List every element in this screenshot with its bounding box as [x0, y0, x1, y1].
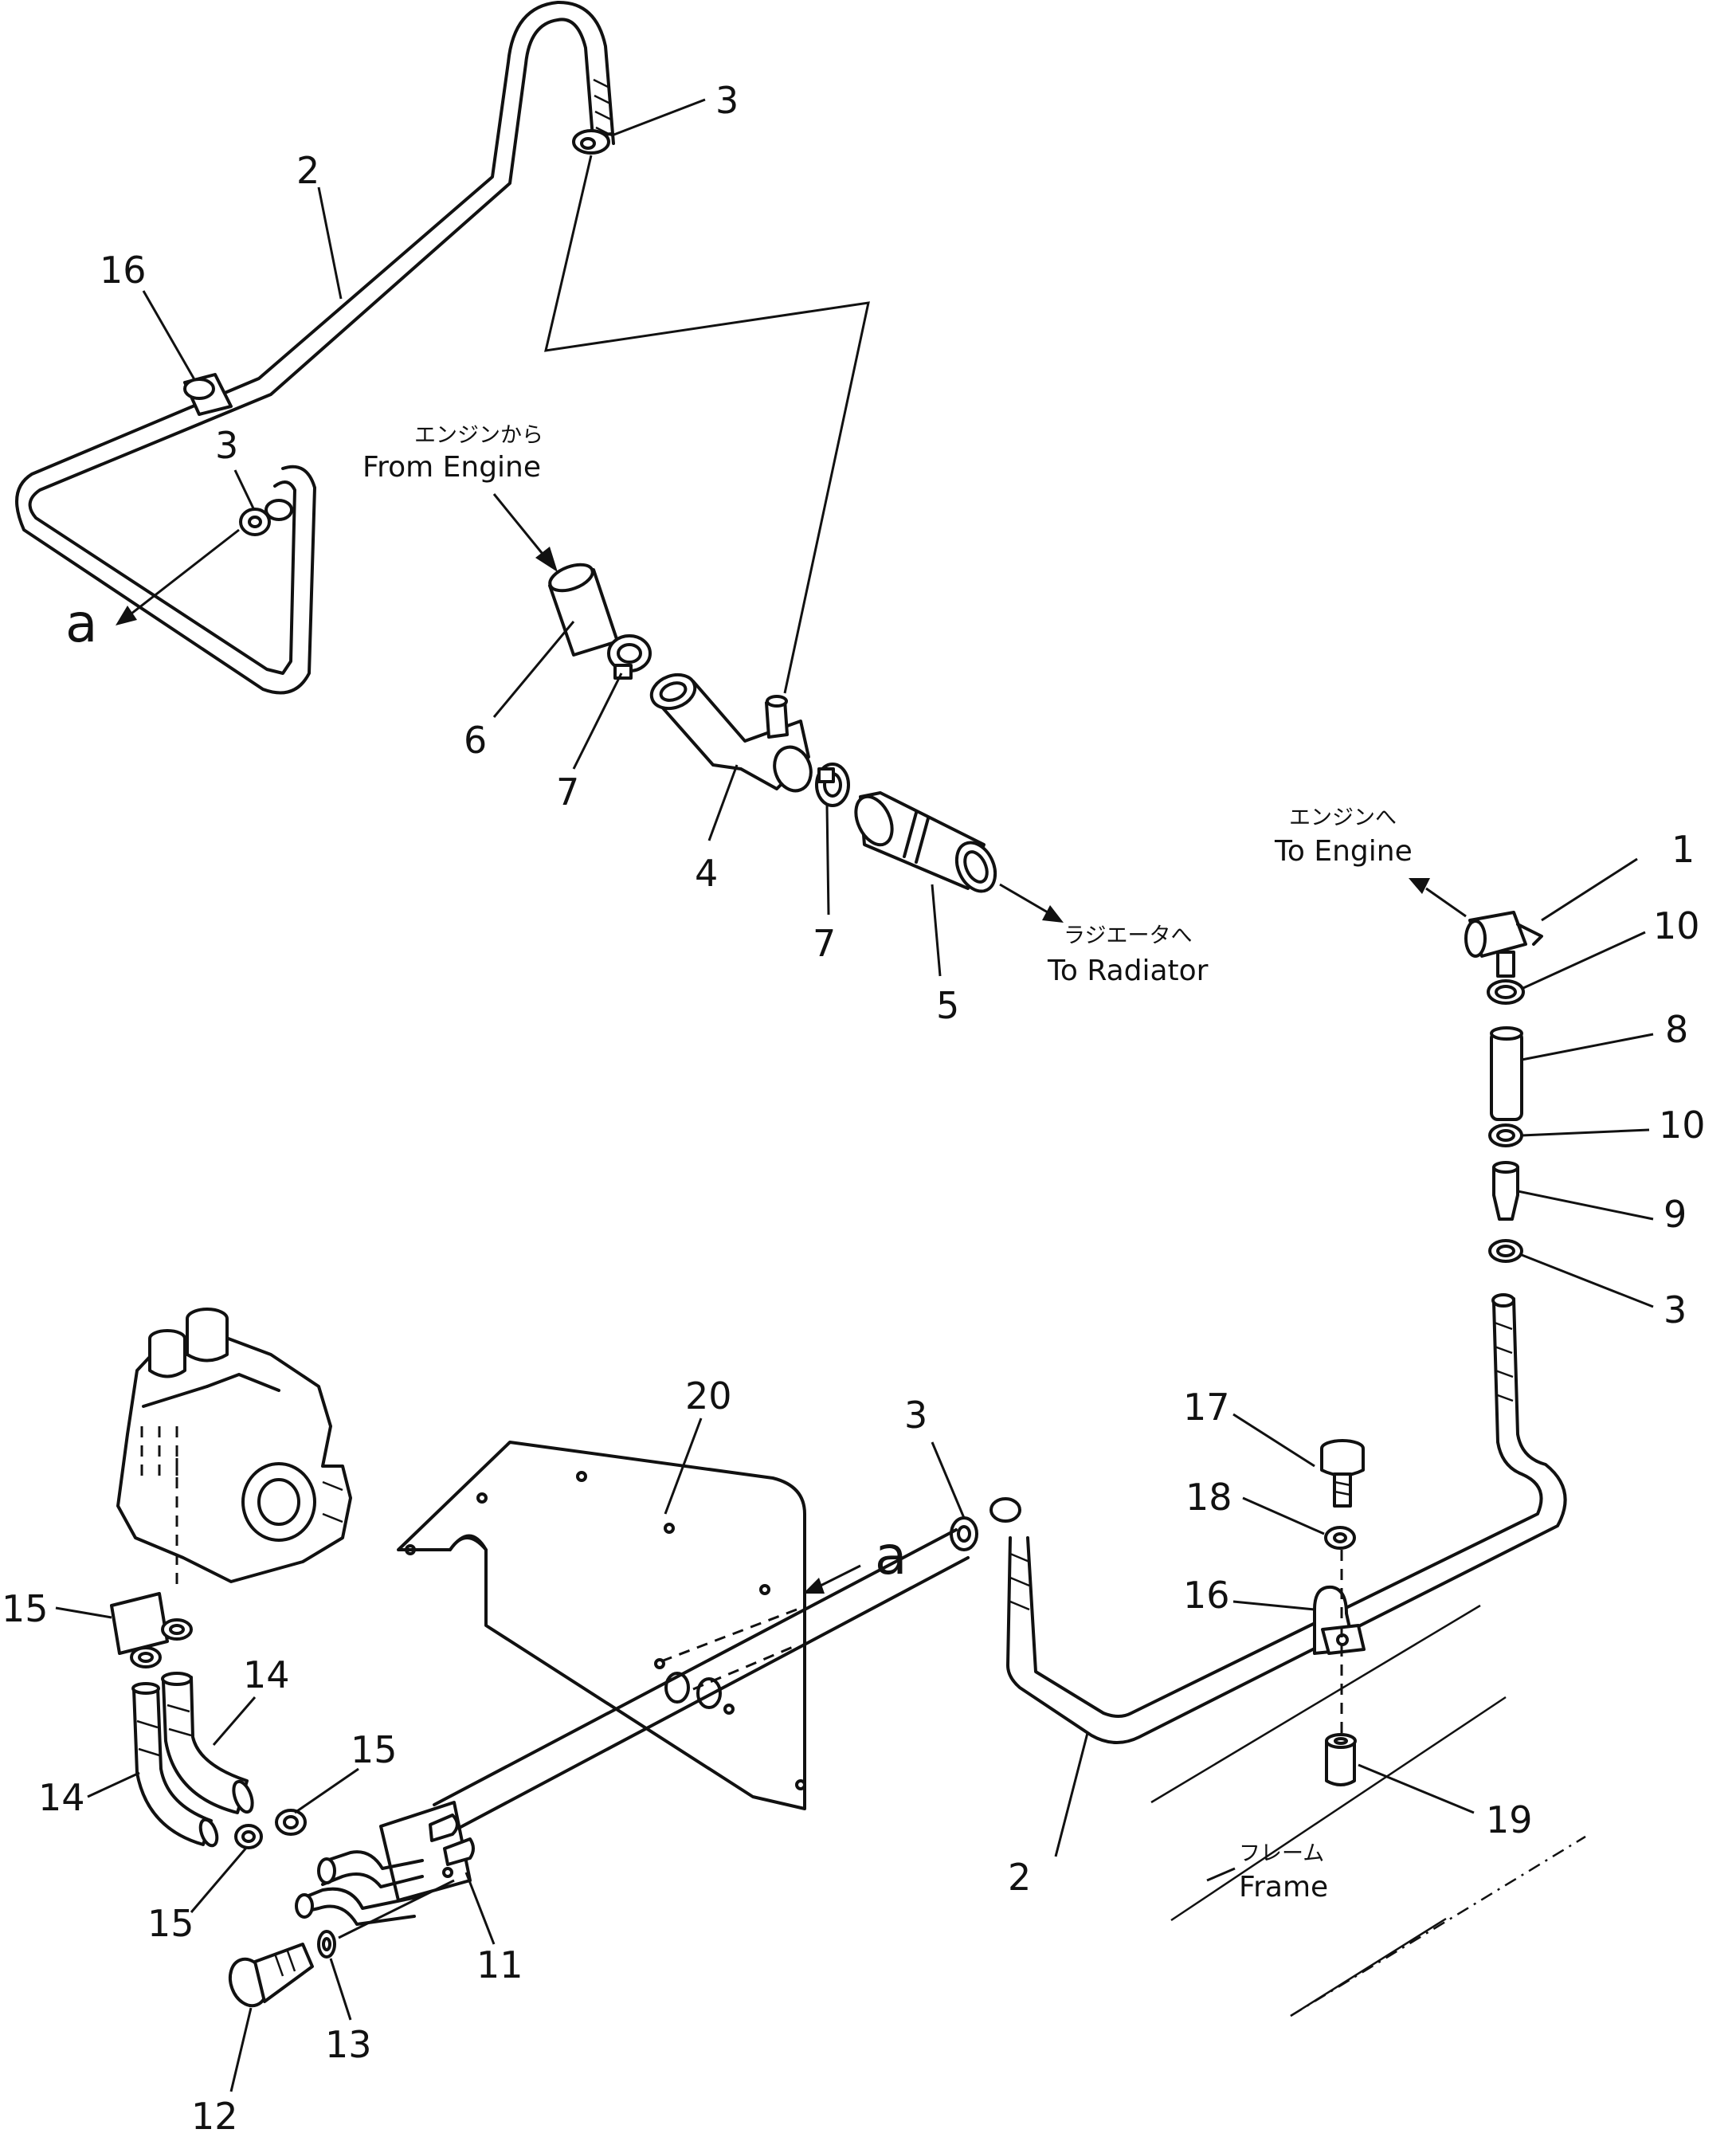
washer-18 — [1324, 1526, 1356, 1550]
arrow-to-engine — [1409, 878, 1467, 918]
callout-1: 1 — [1671, 828, 1695, 871]
upper-water-pipe — [15, 0, 615, 695]
callout-8: 8 — [1665, 1008, 1688, 1051]
callout-labels: 3 2 16 3 a 6 7 4 7 5 1 10 8 10 9 3 20 3 … — [2, 79, 1706, 2137]
bolt-17 — [1320, 1439, 1365, 1508]
engine-block — [116, 1308, 352, 1583]
hose-clamp-15-b — [130, 1646, 162, 1668]
frame-outline — [1150, 1604, 1586, 2017]
callout-14-right: 14 — [243, 1653, 290, 1696]
hose-clamp-3-right — [1488, 1239, 1523, 1263]
connection-mark-a-bottom: a — [875, 1525, 907, 1586]
callout-12: 12 — [191, 2095, 238, 2137]
hose-clamp-10-top — [1487, 979, 1525, 1005]
callout-13: 13 — [325, 2023, 372, 2066]
hose-14-right — [161, 1672, 254, 1814]
hose-clamp-3-top — [572, 129, 610, 155]
callout-7-left: 7 — [556, 770, 579, 814]
callout-4: 4 — [695, 852, 718, 895]
frame-label-tick — [1206, 1867, 1236, 1882]
nipple-9 — [1492, 1161, 1519, 1221]
diagonal-pipe — [433, 1528, 970, 1834]
bent-tubes — [295, 1850, 424, 1926]
hose-clamp-15-d — [275, 1809, 307, 1836]
connection-mark-a-top: a — [65, 593, 97, 654]
callout-11: 11 — [476, 1943, 523, 1986]
frame-jp-label: フレーム — [1239, 1841, 1324, 1866]
bolt-12 — [228, 1943, 314, 2008]
hose-clamp-10-bottom — [1488, 1123, 1523, 1147]
pipe-clamp-16-top — [183, 373, 233, 416]
callout-17: 17 — [1183, 1386, 1230, 1429]
hose-clamp-3-bottom — [950, 1516, 978, 1551]
callout-15-upper: 15 — [351, 1728, 398, 1771]
arrow-a-bottom — [803, 1564, 861, 1594]
arrow-a-top — [116, 528, 240, 625]
callout-10-bottom: 10 — [1659, 1104, 1706, 1147]
callout-16-top: 16 — [100, 249, 147, 292]
callout-6: 6 — [464, 719, 487, 762]
valve-1 — [1464, 911, 1543, 978]
callout-15-engine: 15 — [2, 1587, 49, 1630]
callout-2-top: 2 — [296, 149, 319, 192]
callout-9: 9 — [1664, 1193, 1687, 1236]
hose-clamp-7-left — [607, 634, 652, 680]
callout-5: 5 — [936, 984, 959, 1027]
hose-14-left — [131, 1682, 219, 1848]
from-engine-label: From Engine — [362, 451, 541, 484]
callout-19: 19 — [1486, 1798, 1533, 1841]
hose-5 — [854, 791, 997, 893]
flow-annotations: エンジンから From Engine ラジエータへ To Radiator エン… — [362, 423, 1413, 1904]
to-engine-label: To Engine — [1274, 835, 1413, 868]
plate-hidden-edge-1 — [660, 1608, 797, 1663]
callout-16-bottom: 16 — [1183, 1574, 1230, 1617]
from-engine-jp-label: エンジンから — [414, 423, 543, 448]
hose-clamp-3-left — [239, 508, 271, 536]
bracket-15-plate — [110, 1592, 169, 1655]
callout-15-lower: 15 — [147, 1902, 194, 1945]
leader-lines — [55, 98, 1654, 2092]
callout-2-bottom: 2 — [1008, 1856, 1031, 1899]
hose-clamp-7-right — [815, 763, 850, 807]
to-engine-jp-label: エンジンへ — [1289, 806, 1397, 830]
bracket-11 — [379, 1801, 475, 1902]
frame-label: Frame — [1239, 1871, 1328, 1904]
bolt-12-axis — [338, 1879, 455, 1939]
callout-14-left: 14 — [38, 1776, 85, 1819]
hose-clamp-15-c — [234, 1824, 263, 1849]
callout-3-left: 3 — [215, 424, 238, 467]
hose-8 — [1490, 1026, 1523, 1121]
washer-13 — [317, 1930, 336, 1959]
pipe-clamp-16-bottom — [1313, 1585, 1366, 1655]
lower-water-pipe — [989, 1293, 1567, 1745]
pipe-route-line — [544, 155, 870, 694]
to-radiator-jp-label: ラジエータへ — [1064, 923, 1192, 948]
callout-3-right: 3 — [1664, 1288, 1687, 1331]
arrow-to-radiator — [999, 883, 1064, 923]
callout-20: 20 — [685, 1374, 732, 1417]
callout-10-top: 10 — [1653, 904, 1700, 947]
spacer-19 — [1325, 1733, 1357, 1786]
guard-plate-20 — [397, 1441, 806, 1810]
arrow-from-engine — [492, 493, 558, 572]
hose-clamp-15-a — [161, 1618, 193, 1641]
to-radiator-label: To Radiator — [1047, 955, 1209, 987]
callout-3-top: 3 — [715, 79, 739, 122]
callout-3-bottom: 3 — [904, 1394, 927, 1437]
callout-18: 18 — [1185, 1476, 1232, 1519]
callout-7-right: 7 — [813, 922, 836, 965]
elbow-pipe-4 — [649, 672, 813, 793]
